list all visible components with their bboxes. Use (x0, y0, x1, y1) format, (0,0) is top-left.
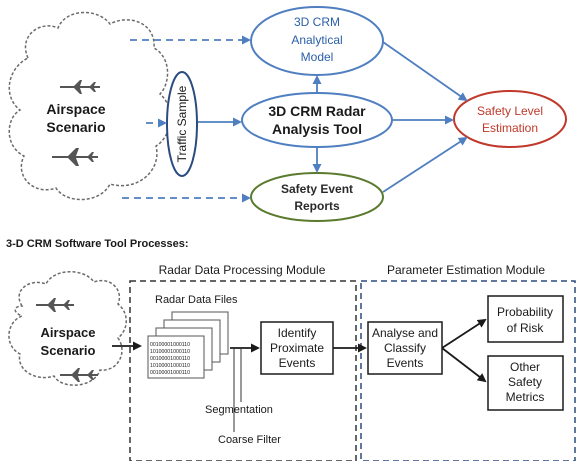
other-metrics-line2: Safety (508, 375, 542, 389)
file-bits-line3: 00100001000110 (150, 356, 190, 362)
radar-module-title: Radar Data Processing Module (159, 263, 326, 277)
safety-level-line1: Safety Level (477, 104, 543, 118)
analytical-model-line3: Model (301, 50, 334, 64)
radar-tool-line2: Analysis Tool (272, 121, 362, 137)
analyse-line2: Classify (384, 341, 426, 355)
cloud-label-line1: Airspace (46, 101, 105, 117)
radar-module-box (129, 280, 357, 461)
arrow-analytical-to-safety-level (382, 41, 468, 102)
analyse-line1: Analyse and (372, 326, 438, 340)
param-module-box (360, 280, 576, 461)
arrow-analyse-to-other-metrics (441, 347, 487, 383)
airspace-scenario-cloud-bottom (8, 271, 127, 386)
analyse-box (367, 321, 443, 375)
identify-line1: Identify (278, 326, 317, 340)
param-module-title: Parameter Estimation Module (387, 263, 545, 277)
file-bits-line1: 00100001000110 (150, 342, 190, 348)
analytical-model-line2: Analytical (291, 33, 342, 47)
file-bits-line2: 10100001000110 (150, 349, 190, 355)
safety-event-ellipse (250, 172, 384, 222)
file-bits-line5: 00100001000110 (150, 370, 190, 376)
analytical-model-line1: 3D CRM (294, 15, 340, 29)
traffic-sample-ellipse (166, 71, 198, 177)
identify-line3: Events (279, 356, 316, 370)
arrow-safety-event-to-safety-level (382, 136, 468, 193)
safety-level-ellipse (453, 90, 567, 148)
arrow-analyse-to-probability (441, 318, 487, 349)
other-metrics-line1: Other (510, 360, 540, 374)
probability-line1: Probability (497, 305, 553, 319)
probability-line2: of Risk (507, 321, 545, 335)
probability-box (487, 295, 564, 343)
safety-level-line2: Estimation (482, 121, 538, 135)
radar-files-stack (147, 311, 229, 379)
airspace-scenario-cloud-top (8, 11, 172, 201)
other-metrics-line3: Metrics (506, 390, 545, 404)
airplane-icon (36, 298, 74, 312)
safety-event-line2: Reports (294, 199, 340, 213)
cloud-label-line2: Scenario (46, 119, 105, 135)
airplane-icon (60, 368, 98, 382)
file-bits-line4: 10100001000110 (150, 363, 190, 369)
identify-line2: Proximate (270, 341, 324, 355)
radar-files-label: Radar Data Files (155, 294, 238, 306)
safety-event-line1: Safety Event (281, 182, 353, 196)
bottom-cloud-line1: Airspace (41, 325, 96, 340)
analyse-line3: Events (387, 356, 424, 370)
coarse-filter-label: Coarse Filter (218, 434, 281, 446)
segmentation-label: Segmentation (205, 404, 273, 416)
airplane-icon (60, 80, 100, 94)
radar-tool-line1: 3D CRM Radar (268, 103, 366, 119)
other-metrics-box (487, 355, 564, 411)
section-title: 3-D CRM Software Tool Processes: (6, 238, 189, 250)
radar-analysis-tool-ellipse (241, 92, 393, 148)
traffic-sample-label: Traffic Sample (175, 85, 189, 162)
bottom-cloud-line2: Scenario (41, 343, 96, 358)
airplane-icon (52, 148, 98, 166)
